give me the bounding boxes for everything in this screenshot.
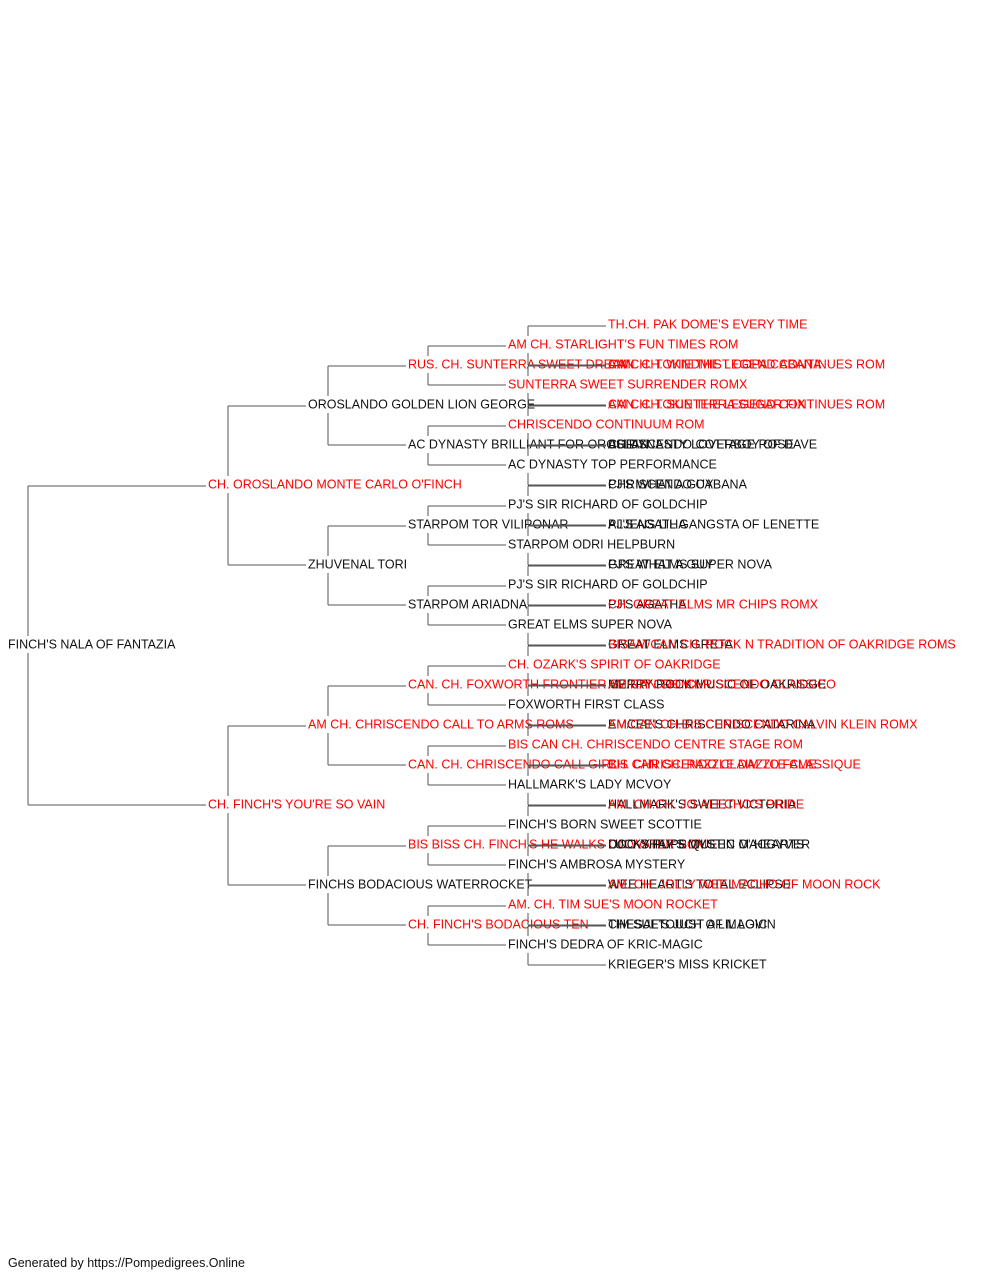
ancestor-gen4-dam[interactable]: FINCH'S AMBROSA MYSTERY [508,858,686,872]
ancestor-gen5-sire[interactable]: AC DYNASTY LOVERBOY OF DAVE [608,438,817,452]
ancestor-gen5-sire[interactable]: CH. GREAT ELMS MR CHIPS ROMX [608,598,819,612]
ancestor-gen5-dam[interactable]: PJ'S AGATHA [608,598,687,612]
ancestor-gen4-dam[interactable]: SUNTERRA SWEET SURRENDER ROMX [508,378,748,392]
ancestor-gen5-dam[interactable]: KRIEGER'S MISS KRICKET [608,958,767,972]
ancestor-gen5-sire[interactable]: AM. CH.CH. JO-AI ECHO'S PRIDE [608,798,804,812]
ancestor-gen4-sire[interactable]: PJ'S SIR RICHARD OF GOLDCHIP [508,498,708,512]
ancestor-gen4-dam[interactable]: STARPOM ODRI HELPBURN [508,538,675,552]
ancestor-gen3-dam[interactable]: CH. FINCH'S BODACIOUS TEN [408,918,589,932]
ancestor-gen4-dam[interactable]: FOXWORTH FIRST CLASS [508,698,665,712]
footer-credit: Generated by https://Pompedigrees.Online [8,1256,245,1270]
ancestor-gen5-dam[interactable]: GREAT ELMS GRETA [608,638,734,652]
ancestor-gen5-sire[interactable]: CHESAI TOUCH OF MAGIC [608,918,767,932]
ancestor-gen3-sire[interactable]: RUS. CH. SUNTERRA SWEET DREAM [408,358,631,372]
ancestor-gen4-dam[interactable]: HALLMARK'S LADY MCVOY [508,778,672,792]
ancestor-gen5-sire[interactable]: AM. CH. JOLLY WEE MACHO OF MOON ROCK [608,878,881,892]
ancestor-gen5-sire[interactable]: PJ'S WHAT A GUY [608,558,714,572]
ancestor-gen5-sire[interactable]: AM CH. TOKIE THE LEGEND CONTINUES ROM [608,358,885,372]
ancestor-gen5-sire[interactable]: AM CH. TOKIE THE LEGEND CONTINUES ROM [608,398,885,412]
ancestor-gen1-dam[interactable]: CH. FINCH'S YOU'RE SO VAIN [208,798,385,812]
ancestor-gen5-sire[interactable]: DOO-SHAY'S MYSTIC MACGYVER [608,838,810,852]
ancestor-gen5-dam[interactable]: CAN. CH. SUNTERRA SUGAR FIX [608,398,806,412]
ancestor-gen5-dam[interactable]: HALLMARK'S SWEET VICTORIA [608,798,797,812]
ancestor-gen5-dam[interactable]: CHRISCENDO COTTAGE ROSE [608,438,794,452]
ancestor-gen5-dam[interactable]: MERRY ROCK MUSIC OF OAKRIDGE [608,678,826,692]
ancestor-gen5-dam[interactable]: LUCKY PUPS QUEEN O' HEARTS [608,838,804,852]
ancestor-gen5-dam[interactable]: PJ'S AGATHA [608,518,687,532]
ancestor-gen5-dam[interactable]: WEE HEART'S TOTAL ECLIPSE [608,878,791,892]
ancestor-gen5-sire[interactable]: BISAM/CAN CH. ROCK N TRADITION OF OAKRID… [608,638,956,652]
ancestor-gen5-sire[interactable]: CH. CHRISCENDO CLAIM TO FAME [608,758,817,772]
ancestor-gen1-sire[interactable]: CH. OROSLANDO MONTE CARLO O'FINCH [208,478,462,492]
ancestor-gen5-dam[interactable]: GREAT ELMS SUPER NOVA [608,558,773,572]
ancestor-gen2-sire[interactable]: OROSLANDO GOLDEN LION GEORGE [308,398,535,412]
ancestor-gen5-dam[interactable]: CAN. CH. WINDMIST COPA CABANA [608,358,822,372]
ancestor-gen4-sire[interactable]: AM CH. STARLIGHT'S FUN TIMES ROM [508,338,738,352]
ancestor-gen4-dam[interactable]: GREAT ELMS SUPER NOVA [508,618,673,632]
ancestor-gen2-dam[interactable]: FINCHS BODACIOUS WATERROCKET [308,878,533,892]
ancestor-gen4-dam[interactable]: AC DYNASTY TOP PERFORMANCE [508,458,717,472]
ancestor-gen4-sire[interactable]: FINCH'S BORN SWEET SCOTTIE [508,818,702,832]
ancestor-gen2-sire[interactable]: AM CH. CHRISCENDO CALL TO ARMS ROMS [308,718,574,732]
ancestor-gen5-sire[interactable]: TH.CH. PAK DOME'S EVERY TIME [608,318,807,332]
ancestor-gen4-sire[interactable]: CHRISCENDO CONTINUUM ROM [508,418,705,432]
ancestor-gen3-dam[interactable]: STARPOM ARIADNA [408,598,528,612]
ancestor-gen5-dam[interactable]: CHRISCENDO CABANA [608,478,748,492]
ancestor-gen4-sire[interactable]: BIS CAN CH. CHRISCENDO CENTRE STAGE ROM [508,738,803,752]
ancestor-gen5-sire[interactable]: ALJENS LIL GANGSTA OF LENETTE [608,518,819,532]
subject-dog-name[interactable]: FINCH'S NALA OF FANTAZIA [8,638,176,652]
ancestor-gen5-sire[interactable]: AM/CAN CH.BIS CHRISCENDO CALVIN KLEIN RO… [608,718,918,732]
ancestor-gen3-dam[interactable]: CAN. CH. CHRISCENDO CALL GIRL [408,758,617,772]
ancestor-gen4-sire[interactable]: PJ'S SIR RICHARD OF GOLDCHIP [508,578,708,592]
ancestor-gen5-dam[interactable]: TIM SUE'S JUST A LIL LOVIN [608,918,776,932]
ancestor-gen2-dam[interactable]: ZHUVENAL TORI [308,558,407,572]
ancestor-gen5-sire[interactable]: PJ'S WHAT A GUY [608,478,714,492]
ancestor-gen5-sire[interactable]: AM/CAN CH. CHRISCENDO CLASSICO [608,678,836,692]
ancestor-gen4-dam[interactable]: FINCH'S DEDRA OF KRIC-MAGIC [508,938,703,952]
ancestor-gen5-dam[interactable]: EMCEE'S CHRISCENDO CATARINA [608,718,816,732]
ancestor-gen5-dam[interactable]: BIS CAN CH. RAZZLE DAZZLE CLASSIQUE [608,758,861,772]
ancestor-gen4-sire[interactable]: CH. OZARK'S SPIRIT OF OAKRIDGE [508,658,721,672]
ancestor-gen4-sire[interactable]: AM. CH. TIM SUE'S MOON ROCKET [508,898,718,912]
